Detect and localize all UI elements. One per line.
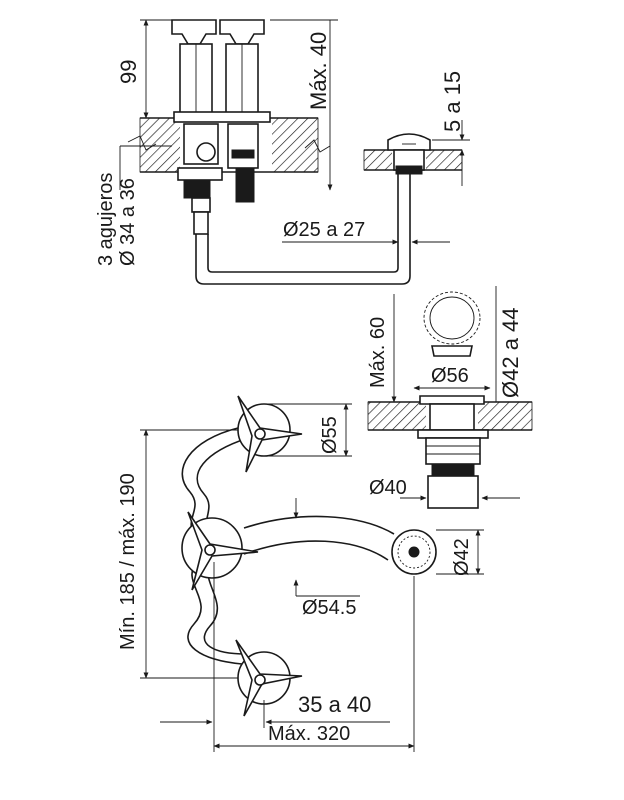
dim-min-max-185-190: Mín. 185 / máx. 190 <box>117 473 139 650</box>
cross-handle-top-left <box>171 19 217 115</box>
valve-middle <box>181 511 259 591</box>
spout-arm <box>243 515 395 535</box>
valve-body-under <box>177 123 259 235</box>
drain-plan <box>391 529 437 575</box>
hose-lower <box>187 559 243 665</box>
dim-dia-40: Ø40 <box>369 477 407 499</box>
cross-handle-top-right <box>219 19 265 115</box>
dim-dia-55: Ø55 <box>319 416 341 454</box>
dim-dia-42-44: Ø42 a 44 <box>498 307 523 398</box>
dim-35-40: 35 a 40 <box>298 692 371 717</box>
holes-label-line1: 3 agujeros <box>95 173 117 266</box>
valve-bottom <box>235 639 303 717</box>
holes-label-line2: Ø 34 a 36 <box>117 178 139 266</box>
dim-max-320: Máx. 320 <box>268 723 350 745</box>
dim-max-40: Máx. 40 <box>306 32 331 110</box>
dim-dia-42: Ø42 <box>451 538 473 576</box>
dim-dia-25-27: Ø25 a 27 <box>283 219 365 241</box>
dim-dia-54-5: Ø54.5 <box>302 597 356 619</box>
supply-pipe <box>195 172 411 285</box>
drain-detail: Máx. 60 Ø56 Ø42 a 44 Ø40 <box>367 286 533 509</box>
plan-view: Ø55 Mín. 185 / máx. 190 Ø42 Ø54.5 35 a 4… <box>117 395 484 752</box>
dim-5-15: 5 a 15 <box>440 71 465 132</box>
dim-dia-56: Ø56 <box>431 365 469 387</box>
drain-side <box>363 133 463 175</box>
dim-99: 99 <box>116 60 141 84</box>
valve-top <box>237 395 303 473</box>
dim-max-60: Máx. 60 <box>367 317 389 388</box>
side-view: 99 Máx. 40 5 a 15 3 agujeros Ø 34 a 36 Ø… <box>95 19 470 285</box>
